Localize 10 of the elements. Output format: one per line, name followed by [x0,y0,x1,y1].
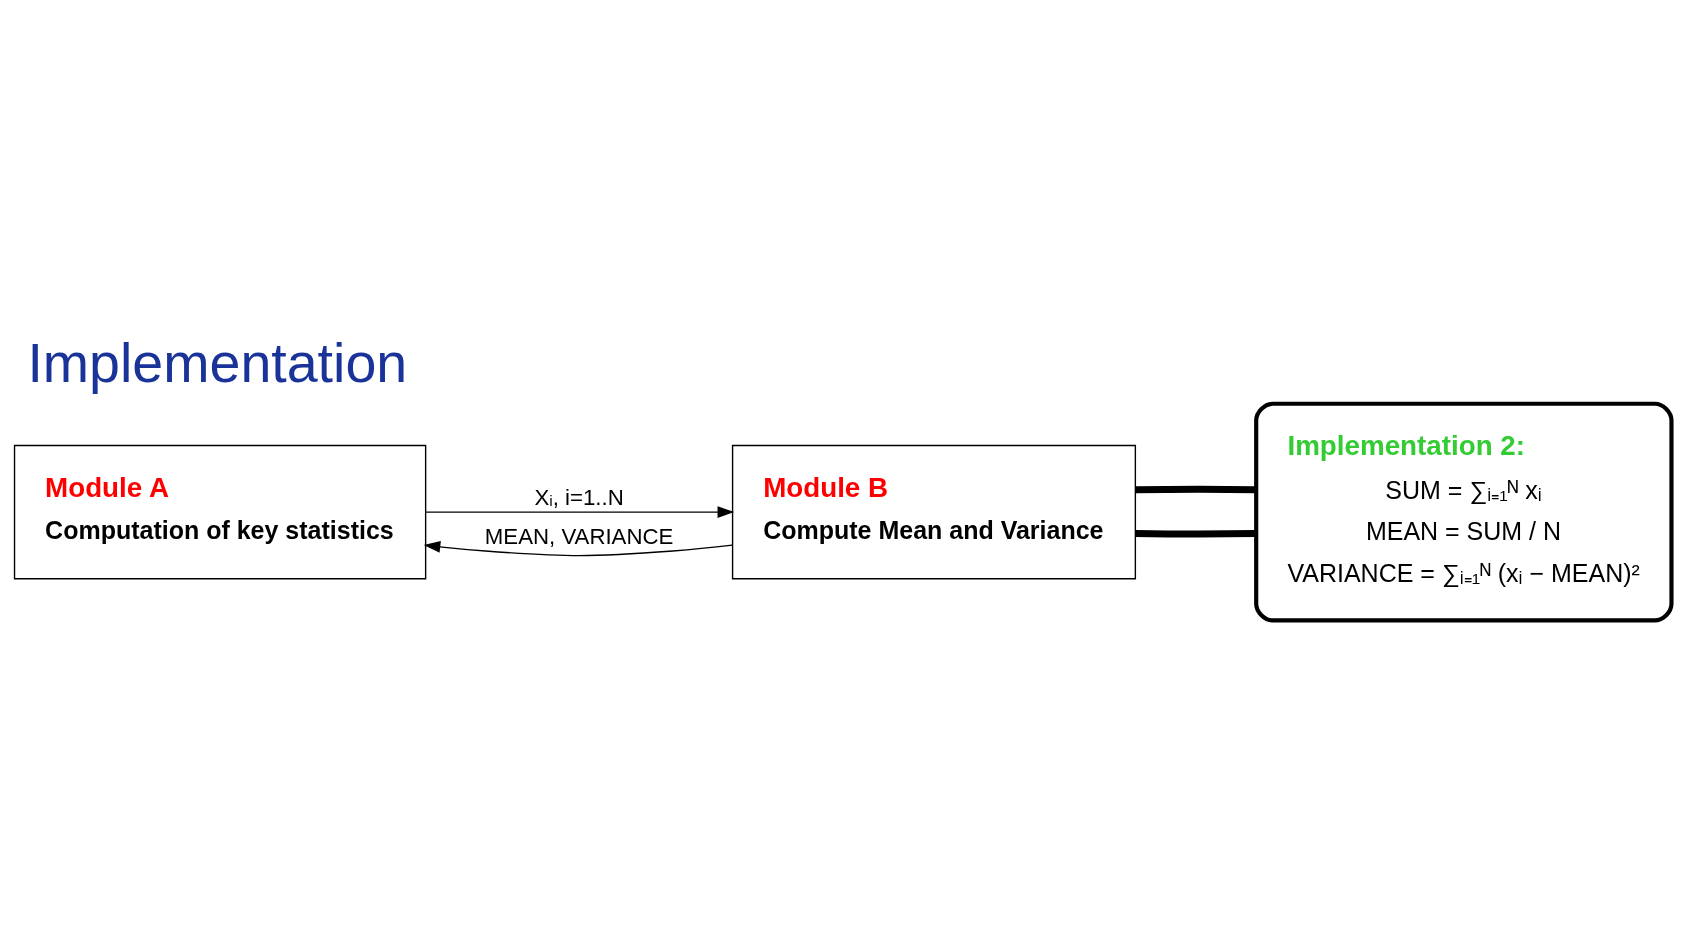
connector [1135,529,1257,537]
connector [1135,485,1257,493]
diagram-title: Implementation [27,331,408,394]
arrow [425,505,735,518]
node-box: Module B Compute Mean and Variance [731,444,1137,579]
node-box: Module A Computation of key statistics [13,444,427,579]
node-box: Implementation 2: SUM = ∑ᵢ₌₁ᴺ xᵢ MEAN = SUM / N VARIANCE = ∑ᵢ₌₁ᴺ (xᵢ − MEAN)² [1254,401,1674,623]
edge-label: MEAN, VARIANCE [484,523,674,549]
edge-label: Xᵢ, i=1..N [534,484,624,510]
arrow [423,540,733,556]
